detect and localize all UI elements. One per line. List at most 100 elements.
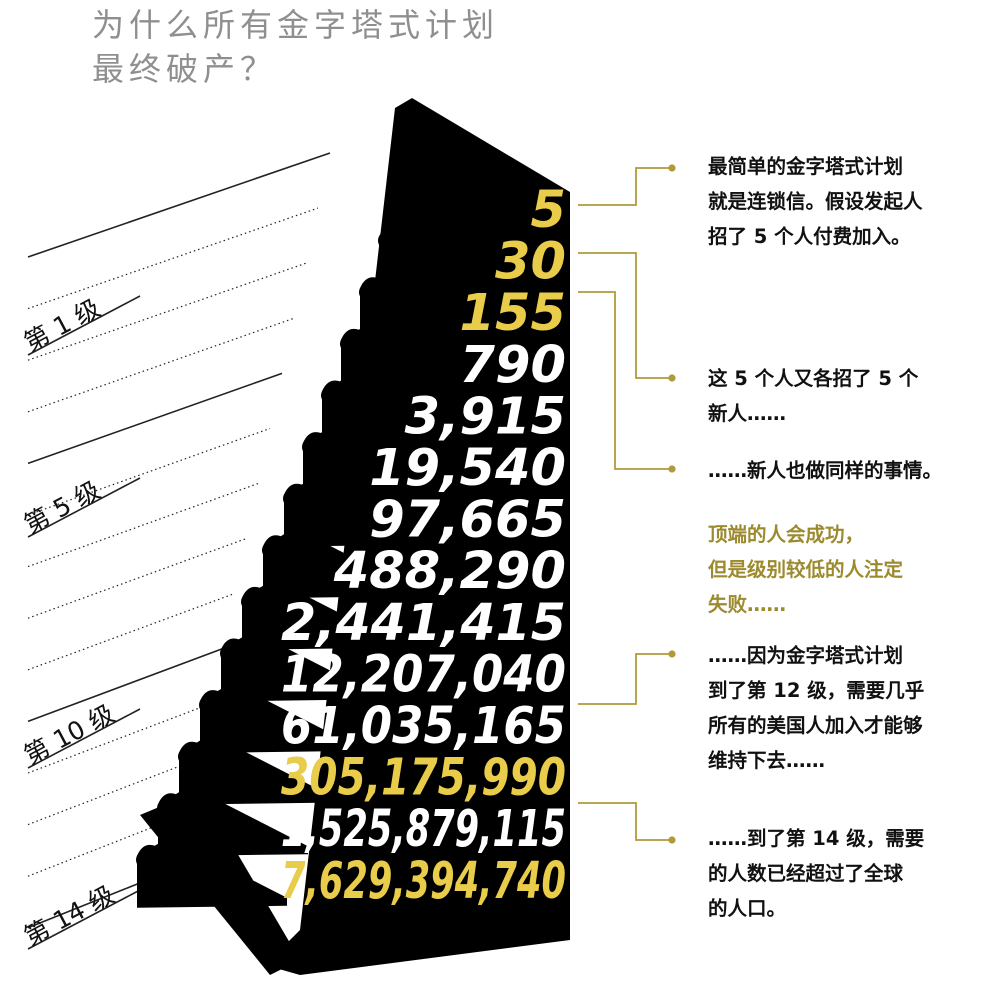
annotation-line: 维持下去…… <box>708 749 825 772</box>
guide-line-dotted <box>27 813 187 877</box>
title-line-1: 为什么所有金字塔式计划 <box>92 6 499 44</box>
level-value-4: 790 <box>460 336 566 395</box>
guide-underline-level-5 <box>27 477 141 538</box>
connector-dot <box>668 374 676 382</box>
annotation-line: ……新人也做同样的事情。 <box>708 459 942 482</box>
crowd-figure <box>262 541 280 560</box>
level-value-5: 3,915 <box>405 387 566 446</box>
level-label-10: 第 10 级 <box>19 699 119 770</box>
pyramid-step <box>263 532 413 599</box>
crowd-figure <box>256 585 276 606</box>
annotation-line: 就是连锁信。假设发起人 <box>708 190 923 213</box>
guide-line-solid <box>27 372 283 465</box>
annotation-level-12: ……因为金字塔式计划 到了第 12 级，需要几乎 所有的美国人加入才能够 维持下… <box>708 644 924 772</box>
annotation-line: 失败…… <box>708 593 786 616</box>
level-label-14: 第 14 级 <box>19 880 119 951</box>
crowd-figure <box>220 644 238 663</box>
level-value-14: 7,629,394,740 <box>281 852 566 911</box>
guide-line-dotted <box>27 703 211 774</box>
level-value-9: 2,441,415 <box>281 594 566 653</box>
guide-line-dotted <box>27 482 259 568</box>
crowd-figure <box>336 379 356 400</box>
guide-underline-level-14 <box>27 889 141 950</box>
annotation-line: 最简单的金字塔式计划 <box>708 155 903 178</box>
guide-line-dotted <box>27 758 199 826</box>
connector-dot <box>668 836 676 844</box>
annotation-line: ……因为金字塔式计划 <box>708 644 903 667</box>
crowd-figure <box>241 592 259 611</box>
crowd-figure <box>374 276 394 297</box>
level-value-12: 305,175,990 <box>281 749 566 808</box>
level-value-10: 12,207,040 <box>281 645 566 704</box>
annotation-connectors <box>578 164 676 844</box>
crowd-figure <box>136 850 154 869</box>
annotation-top-wins: 顶端的人会成功， 但是级别较低的人注定 失败…… <box>708 523 904 616</box>
guide-line-dotted <box>27 538 247 619</box>
level-value-2: 30 <box>495 233 566 292</box>
pyramid-step <box>200 687 350 753</box>
level-label-5: 第 5 级 <box>19 475 105 539</box>
annotation-chain-letter: 最简单的金字塔式计划 就是连锁信。假设发起人 招了 5 个人付费加入。 <box>708 155 923 248</box>
pyramid-step <box>341 326 491 392</box>
guide-line-dotted <box>27 317 295 413</box>
guide-line-dotted <box>27 207 319 310</box>
title-line-2: 最终破产？ <box>92 50 277 88</box>
guide-underline-level-1 <box>27 295 141 356</box>
pyramid-step <box>179 739 329 805</box>
crowd-figure <box>378 231 396 250</box>
annotation-line: 顶端的人会成功， <box>708 523 864 546</box>
crowd-figure <box>397 180 415 198</box>
level-value-8: 488,290 <box>333 542 566 601</box>
annotation-same-thing: ……新人也做同样的事情。 <box>708 459 942 482</box>
crowd-figure <box>235 637 255 658</box>
annotation-line: ……到了第 14 级，需要 <box>708 827 924 850</box>
connector-dot <box>668 465 676 473</box>
crowd-figure <box>412 173 432 193</box>
crowd-figure <box>178 747 196 766</box>
annotation-line: 但是级别较低的人注定 <box>708 558 904 581</box>
pyramid-step <box>360 274 510 341</box>
guide-line-solid <box>27 648 223 723</box>
chart-title: 为什么所有金字塔式计划 最终破产？ <box>92 6 499 88</box>
level-value-labels: 5301557903,91519,54097,665488,2902,441,4… <box>281 181 566 911</box>
annotation-line: 所有的美国人加入才能够 <box>708 714 923 737</box>
annotation-line: 招了 5 个人付费加入。 <box>708 225 911 248</box>
level-labels: 第 1 级 第 5 级 第 10 级 第 14 级 <box>19 293 119 951</box>
level-value-7: 97,665 <box>369 491 566 550</box>
level-value-6: 19,540 <box>369 439 566 498</box>
level-value-13: 1,525,879,115 <box>281 800 566 859</box>
connector-level-1 <box>578 167 672 206</box>
crowd-figure <box>321 386 339 405</box>
crowd-figure <box>193 740 213 761</box>
connector-level-14 <box>578 802 672 841</box>
crowd-figure <box>214 689 234 709</box>
level-value-1: 5 <box>531 181 567 240</box>
connector-level-3 <box>578 291 672 470</box>
pyramid-step <box>221 635 371 702</box>
crowd-figure <box>277 534 297 555</box>
pyramid-step <box>398 171 548 237</box>
crowd-figure <box>355 327 375 348</box>
connector-level-2 <box>578 252 672 379</box>
annotation-line: 到了第 12 级，需要几乎 <box>708 679 924 702</box>
guide-line-dotted <box>27 593 235 671</box>
pyramid-step <box>379 223 529 289</box>
pyramid-silhouette <box>136 98 570 975</box>
crowd-figure <box>393 224 413 245</box>
crowd-figure <box>298 482 318 503</box>
crowd-figure <box>317 431 337 451</box>
level-value-11: 61,035,165 <box>281 697 566 756</box>
annotation-recruit-five: 这 5 个人又各招了 5 个 新人…… <box>708 367 919 425</box>
connector-level-12 <box>578 653 672 705</box>
crowd-figure <box>151 843 171 864</box>
crowd-figure <box>199 696 217 714</box>
annotation-line: 的人口。 <box>708 897 786 920</box>
annotation-line: 这 5 个人又各招了 5 个 <box>708 367 919 390</box>
level-value-3: 155 <box>460 284 566 343</box>
crowd-figure <box>359 283 377 302</box>
guide-line-solid <box>27 152 331 258</box>
perspective-guides <box>27 152 331 950</box>
crowd-figure <box>302 438 320 456</box>
connector-dot <box>668 164 676 172</box>
